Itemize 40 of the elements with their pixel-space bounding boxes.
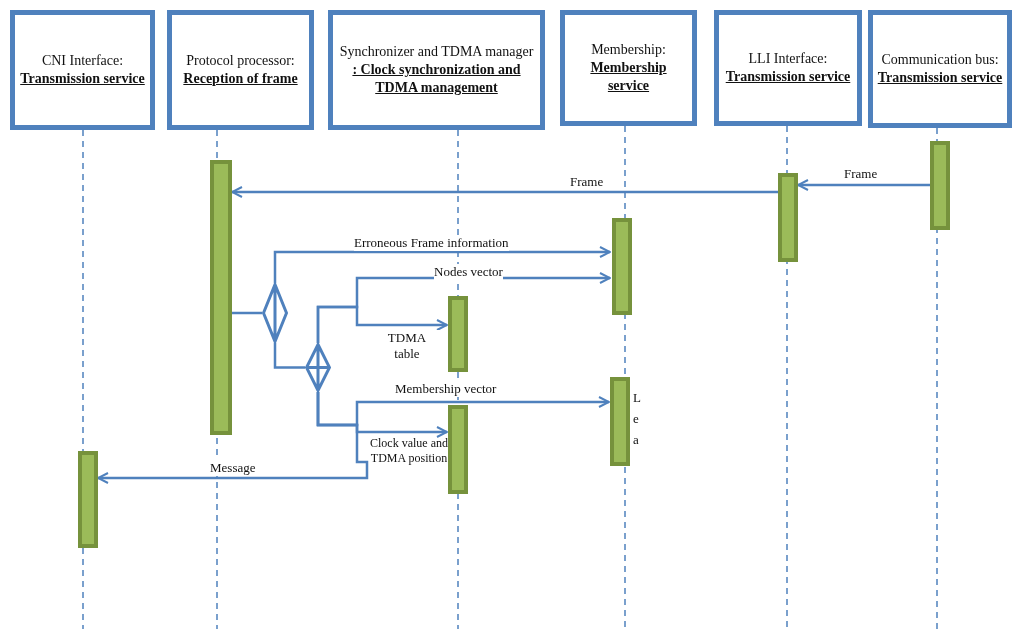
object-name: Protocol processor: xyxy=(186,51,295,70)
activation-bar xyxy=(448,296,468,372)
object-name: Membership: xyxy=(591,40,666,59)
activation-bar xyxy=(210,160,232,435)
activation-bar xyxy=(448,405,468,494)
object-name: LLI Interface: xyxy=(748,49,828,68)
message-arrow xyxy=(97,392,369,484)
lifeline-header-box xyxy=(868,10,1012,128)
message-label: Membership vector xyxy=(395,381,497,398)
lifeline-header-box xyxy=(560,10,697,126)
activation-bar xyxy=(930,141,950,230)
note-text: Lea xyxy=(633,389,641,449)
activation-bar xyxy=(612,218,632,315)
lifeline-header-box xyxy=(714,10,862,126)
object-role: : Clock synchronization and TDMA management xyxy=(351,60,522,98)
message-arrow xyxy=(273,343,305,369)
object-role: Reception of frame xyxy=(183,70,298,88)
activation-bar xyxy=(778,173,798,262)
message-arrow xyxy=(273,246,611,283)
activation-bar xyxy=(78,451,98,548)
lifeline-header-box xyxy=(167,10,314,130)
object-role: Transmission service xyxy=(20,70,145,88)
fork-diamond xyxy=(262,283,288,343)
lifeline-header-box xyxy=(328,10,545,130)
message-arrow xyxy=(316,305,448,343)
message-label: Nodes vector xyxy=(434,264,503,281)
fork-diamond xyxy=(305,343,331,392)
message-label: Clock value and TDMA position xyxy=(369,436,449,466)
activation-bar xyxy=(610,377,630,466)
object-role: Membership service xyxy=(589,58,668,96)
object-role: Transmission service xyxy=(877,69,1003,87)
message-arrow xyxy=(231,186,778,198)
object-name: CNI Interface: xyxy=(41,51,124,70)
object-name: Synchronizer and TDMA manager xyxy=(339,42,534,61)
object-role: Transmission service xyxy=(725,68,851,86)
object-name: Communication bus: xyxy=(881,50,999,69)
message-label: Message xyxy=(210,460,256,477)
message-arrow xyxy=(797,179,930,191)
message-label: Erroneous Frame information xyxy=(354,235,509,252)
lifeline-header-box xyxy=(10,10,155,130)
